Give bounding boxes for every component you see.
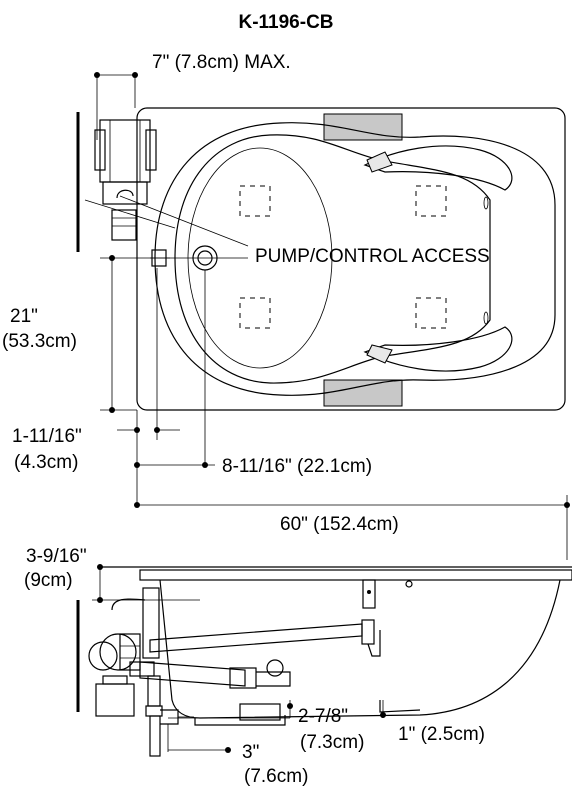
- side-dimensions: 3-9/16" (9cm) 2-7/8" (7.3cm) 1" (2.5cm) …: [24, 546, 485, 787]
- jet-square-3: [239, 297, 271, 329]
- plan-dimensions: 7" (7.8cm) MAX. PUMP/CONTROL ACCESS 21" …: [2, 52, 570, 560]
- jet-square-4: [415, 297, 447, 329]
- model-title: K-1196-CB: [238, 12, 333, 33]
- basin-outer: [154, 122, 556, 396]
- jet-square-2: [415, 185, 447, 217]
- label-2-7-8-in: 2-7/8": [298, 706, 348, 727]
- label-2-7-8-cm: (7.3cm): [300, 732, 364, 753]
- label-pump-max: 7" (7.8cm) MAX.: [152, 52, 291, 73]
- pillow-bottom: [366, 344, 393, 364]
- tub-rim: [139, 569, 572, 581]
- jet-right-bottom: [483, 311, 489, 325]
- label-1-11-16-in: 1-11/16": [12, 426, 82, 447]
- label-pump-access: PUMP/CONTROL ACCESS: [255, 246, 490, 267]
- label-8-11-16: 8-11/16" (22.1cm): [222, 456, 372, 477]
- pump-top-view: [94, 119, 157, 241]
- label-60: 60" (152.4cm): [280, 514, 399, 535]
- plan-view: [76, 107, 566, 411]
- label-3-cm: (7.6cm): [244, 766, 308, 787]
- bottom-panel: [323, 379, 403, 407]
- label-3-9-16-in: 3-9/16": [26, 546, 87, 567]
- pump-side-view: [88, 633, 155, 717]
- label-21-in: 21": [10, 306, 38, 327]
- armrest-top: [363, 145, 513, 191]
- side-view: [76, 566, 572, 757]
- jet-square-1: [239, 185, 271, 217]
- label-3-9-16-cm: (9cm): [24, 570, 73, 591]
- armrest-bottom: [363, 326, 513, 372]
- label-3-in: 3": [242, 742, 259, 763]
- tub-outline: [136, 107, 566, 411]
- jet-right-top: [483, 196, 489, 210]
- tub-body: [159, 579, 561, 719]
- pillow-top: [366, 151, 393, 173]
- label-21-cm: (53.3cm): [2, 331, 77, 352]
- label-1: 1" (2.5cm): [398, 724, 485, 745]
- label-1-11-16-cm: (4.3cm): [14, 452, 78, 473]
